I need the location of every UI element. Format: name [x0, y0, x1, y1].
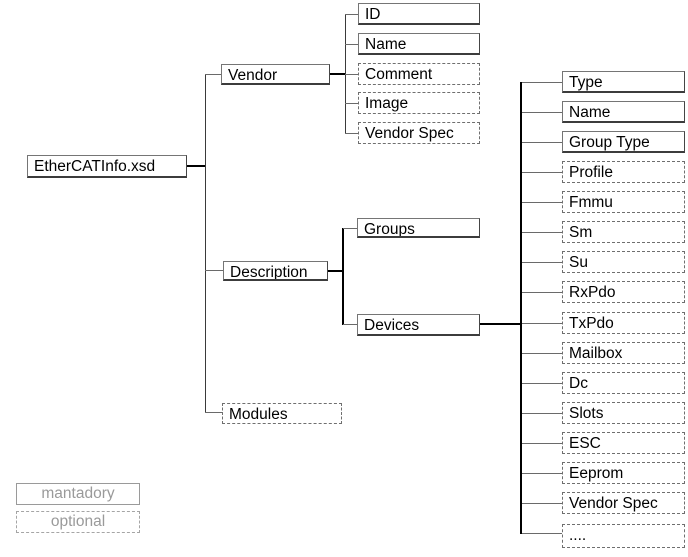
node-devices-slots: Slots [562, 402, 685, 424]
node-devices-profile: Profile [562, 161, 685, 183]
connector-line [522, 82, 562, 83]
node-devices-vendor-spec: Vendor Spec [562, 492, 685, 514]
node-vendor-comment: Comment [358, 63, 480, 85]
connector-line [522, 172, 562, 173]
connector-line [186, 165, 205, 167]
node-devices-fmmu: Fmmu [562, 191, 685, 213]
connector-line [328, 270, 343, 272]
node-devices: Devices [357, 314, 480, 336]
connector-line [520, 82, 522, 534]
node-vendor-id: ID [358, 3, 480, 25]
connector-line [342, 228, 344, 325]
node-groups: Groups [357, 218, 480, 238]
connector-line [205, 270, 223, 271]
connector-line [345, 133, 358, 134]
node-vendor: Vendor [221, 64, 330, 85]
connector-line [345, 14, 346, 133]
connector-line [522, 142, 562, 143]
connector-line [522, 503, 562, 504]
connector-line [522, 383, 562, 384]
node-devices-group-type: Group Type [562, 131, 685, 153]
connector-line [480, 323, 521, 325]
node-devices-eeprom: Eeprom [562, 462, 685, 484]
node-devices-esc: ESC [562, 432, 685, 454]
legend-optional: optional [16, 511, 140, 533]
connector-line [522, 262, 562, 263]
connector-line [343, 228, 357, 229]
connector-line [522, 443, 562, 444]
node-devices-dc: Dc [562, 372, 685, 394]
connector-line [522, 533, 562, 534]
connector-line [345, 74, 358, 75]
node-devices-rxpdo: RxPdo [562, 281, 685, 303]
connector-line [345, 44, 358, 45]
node-modules: Modules [222, 403, 342, 424]
node-devices-type: Type [562, 71, 685, 93]
node-vendor-name: Name [358, 33, 480, 55]
node-ethercatinfo-root: EtherCATInfo.xsd [27, 155, 187, 178]
node-vendor-image: Image [358, 92, 480, 114]
connector-line [205, 74, 221, 75]
connector-line [205, 412, 222, 413]
node-vendor-vendor-spec: Vendor Spec [358, 122, 480, 144]
node-devices-mailbox: Mailbox [562, 342, 685, 364]
node-devices-sm: Sm [562, 221, 685, 243]
connector-line [522, 112, 562, 113]
node-devices-name: Name [562, 101, 685, 123]
connector-line [522, 202, 562, 203]
connector-line [522, 232, 562, 233]
legend-mandatory: mantadory [16, 483, 140, 505]
connector-line [522, 473, 562, 474]
connector-line [522, 353, 562, 354]
node-description: Description [223, 261, 328, 281]
node-devices-txpdo: TxPdo [562, 312, 685, 334]
connector-line [345, 14, 358, 15]
node-devices-su: Su [562, 251, 685, 273]
connector-line [522, 292, 562, 293]
connector-line [345, 103, 358, 104]
connector-line [205, 74, 206, 413]
connector-line [330, 73, 345, 75]
connector-line [343, 324, 357, 325]
connector-line [522, 413, 562, 414]
connector-line [522, 323, 562, 324]
node-devices-dots: .... [562, 524, 685, 548]
